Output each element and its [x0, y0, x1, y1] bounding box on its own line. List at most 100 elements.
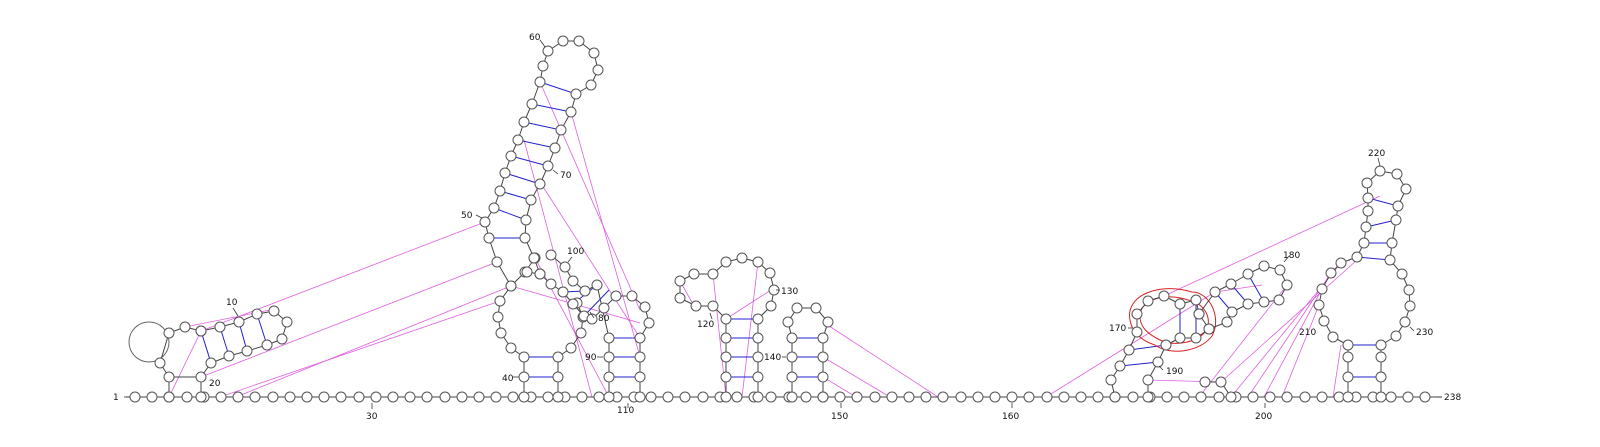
- base-pair: [504, 172, 541, 185]
- nucleotide: [335, 391, 347, 403]
- nucleotide: [549, 142, 561, 154]
- nucleotide: [505, 150, 517, 162]
- nucleotide: [519, 232, 531, 244]
- nucleotide: [1360, 221, 1372, 233]
- nucleotide: [626, 290, 638, 302]
- nucleotide: [163, 391, 175, 403]
- nucleotide: [1316, 283, 1328, 295]
- nucleotide: [575, 327, 587, 339]
- nucleotide: [786, 351, 798, 363]
- label-10: 10: [226, 298, 238, 308]
- nucleotide: [869, 391, 881, 403]
- nucleotide: [195, 391, 207, 403]
- nucleotide: [791, 302, 803, 314]
- nucleotide: [1174, 332, 1186, 344]
- nucleotide: [505, 342, 517, 354]
- label-170: 170: [1109, 324, 1126, 334]
- nucleotide: [492, 311, 504, 323]
- label-20: 20: [209, 379, 221, 389]
- base-pair: [531, 103, 572, 113]
- nucleotide: [920, 391, 932, 403]
- nucleotide: [129, 391, 141, 403]
- nucleotide: [518, 116, 530, 128]
- nucleotide: [1131, 326, 1143, 338]
- label-tick: [232, 307, 239, 317]
- pseudoknot-link: [822, 376, 857, 398]
- nucleotide: [154, 357, 166, 369]
- nucleotide: [301, 391, 313, 403]
- nucleotide: [707, 300, 719, 312]
- nucleotide: [565, 106, 577, 118]
- label-tick: [1283, 255, 1290, 263]
- nucleotide: [1403, 284, 1415, 296]
- nucleotide: [1342, 351, 1354, 363]
- nucleotide: [752, 391, 764, 403]
- nucleotide: [181, 391, 193, 403]
- nucleotide: [488, 202, 500, 214]
- nucleotide: [610, 290, 622, 302]
- nucleotide: [215, 391, 227, 403]
- nucleotide: [1281, 391, 1293, 403]
- nucleotide: [439, 391, 451, 403]
- nucleotide: [1221, 316, 1233, 328]
- nucleotide: [1114, 360, 1126, 372]
- nucleotide: [1299, 391, 1311, 403]
- nucleotide: [1152, 356, 1164, 368]
- nucleotide: [1178, 391, 1190, 403]
- nucleotide: [1123, 344, 1135, 356]
- nucleotide: [518, 371, 530, 383]
- nucleotide: [800, 391, 812, 403]
- nucleotide: [163, 371, 175, 383]
- nucleotide: [1342, 371, 1354, 383]
- nucleotide: [720, 371, 732, 383]
- nucleotide: [267, 391, 279, 403]
- nucleotide: [552, 371, 564, 383]
- nucleotide: [570, 88, 582, 100]
- nucleotide: [249, 391, 261, 403]
- pseudoknot-link: [1214, 284, 1263, 293]
- nucleotide: [565, 342, 577, 354]
- nucleotide: [1419, 391, 1431, 403]
- nucleotide: [588, 47, 600, 59]
- nucleotide: [782, 316, 794, 328]
- nucleotide: [1131, 308, 1143, 320]
- nucleotide: [567, 298, 579, 310]
- nucleotide: [223, 350, 235, 362]
- nucleotide: [1318, 315, 1330, 327]
- nucleotide: [1142, 295, 1154, 307]
- pseudoknot-link: [570, 111, 641, 358]
- label-190: 190: [1166, 367, 1183, 377]
- nucleotide: [1361, 177, 1373, 189]
- nucleotide: [1160, 339, 1172, 351]
- label-tick: [475, 214, 483, 219]
- nucleotide: [557, 286, 569, 298]
- pseudoknot-link: [741, 261, 759, 398]
- nucleotide: [634, 351, 646, 363]
- nucleotide: [720, 313, 732, 325]
- nucleotide: [674, 292, 686, 304]
- nucleotide: [163, 327, 175, 339]
- nucleotide: [552, 391, 564, 403]
- nucleotide: [1226, 306, 1238, 318]
- label-180: 180: [1283, 251, 1300, 261]
- nucleotide: [473, 391, 485, 403]
- base-pair: [493, 207, 527, 221]
- base-pair-links: [200, 81, 1399, 398]
- nucleotide: [1092, 391, 1104, 403]
- nucleotide: [1281, 279, 1293, 291]
- label-120: 120: [697, 320, 714, 330]
- pseudoknot-link: [539, 81, 641, 311]
- nucleotide: [765, 391, 777, 403]
- nucleotide: [817, 332, 829, 344]
- label-80: 80: [598, 314, 610, 324]
- nucleotide: [834, 391, 846, 403]
- pseudoknot-link: [1220, 259, 1358, 383]
- nucleotide: [817, 351, 829, 363]
- pseudoknot-link: [1281, 304, 1320, 398]
- nucleotide: [483, 232, 495, 244]
- nucleotide: [903, 391, 915, 403]
- nucleotide: [559, 261, 571, 273]
- nucleotide: [241, 345, 253, 357]
- nucleotide: [404, 391, 416, 403]
- nucleotide: [1193, 308, 1205, 320]
